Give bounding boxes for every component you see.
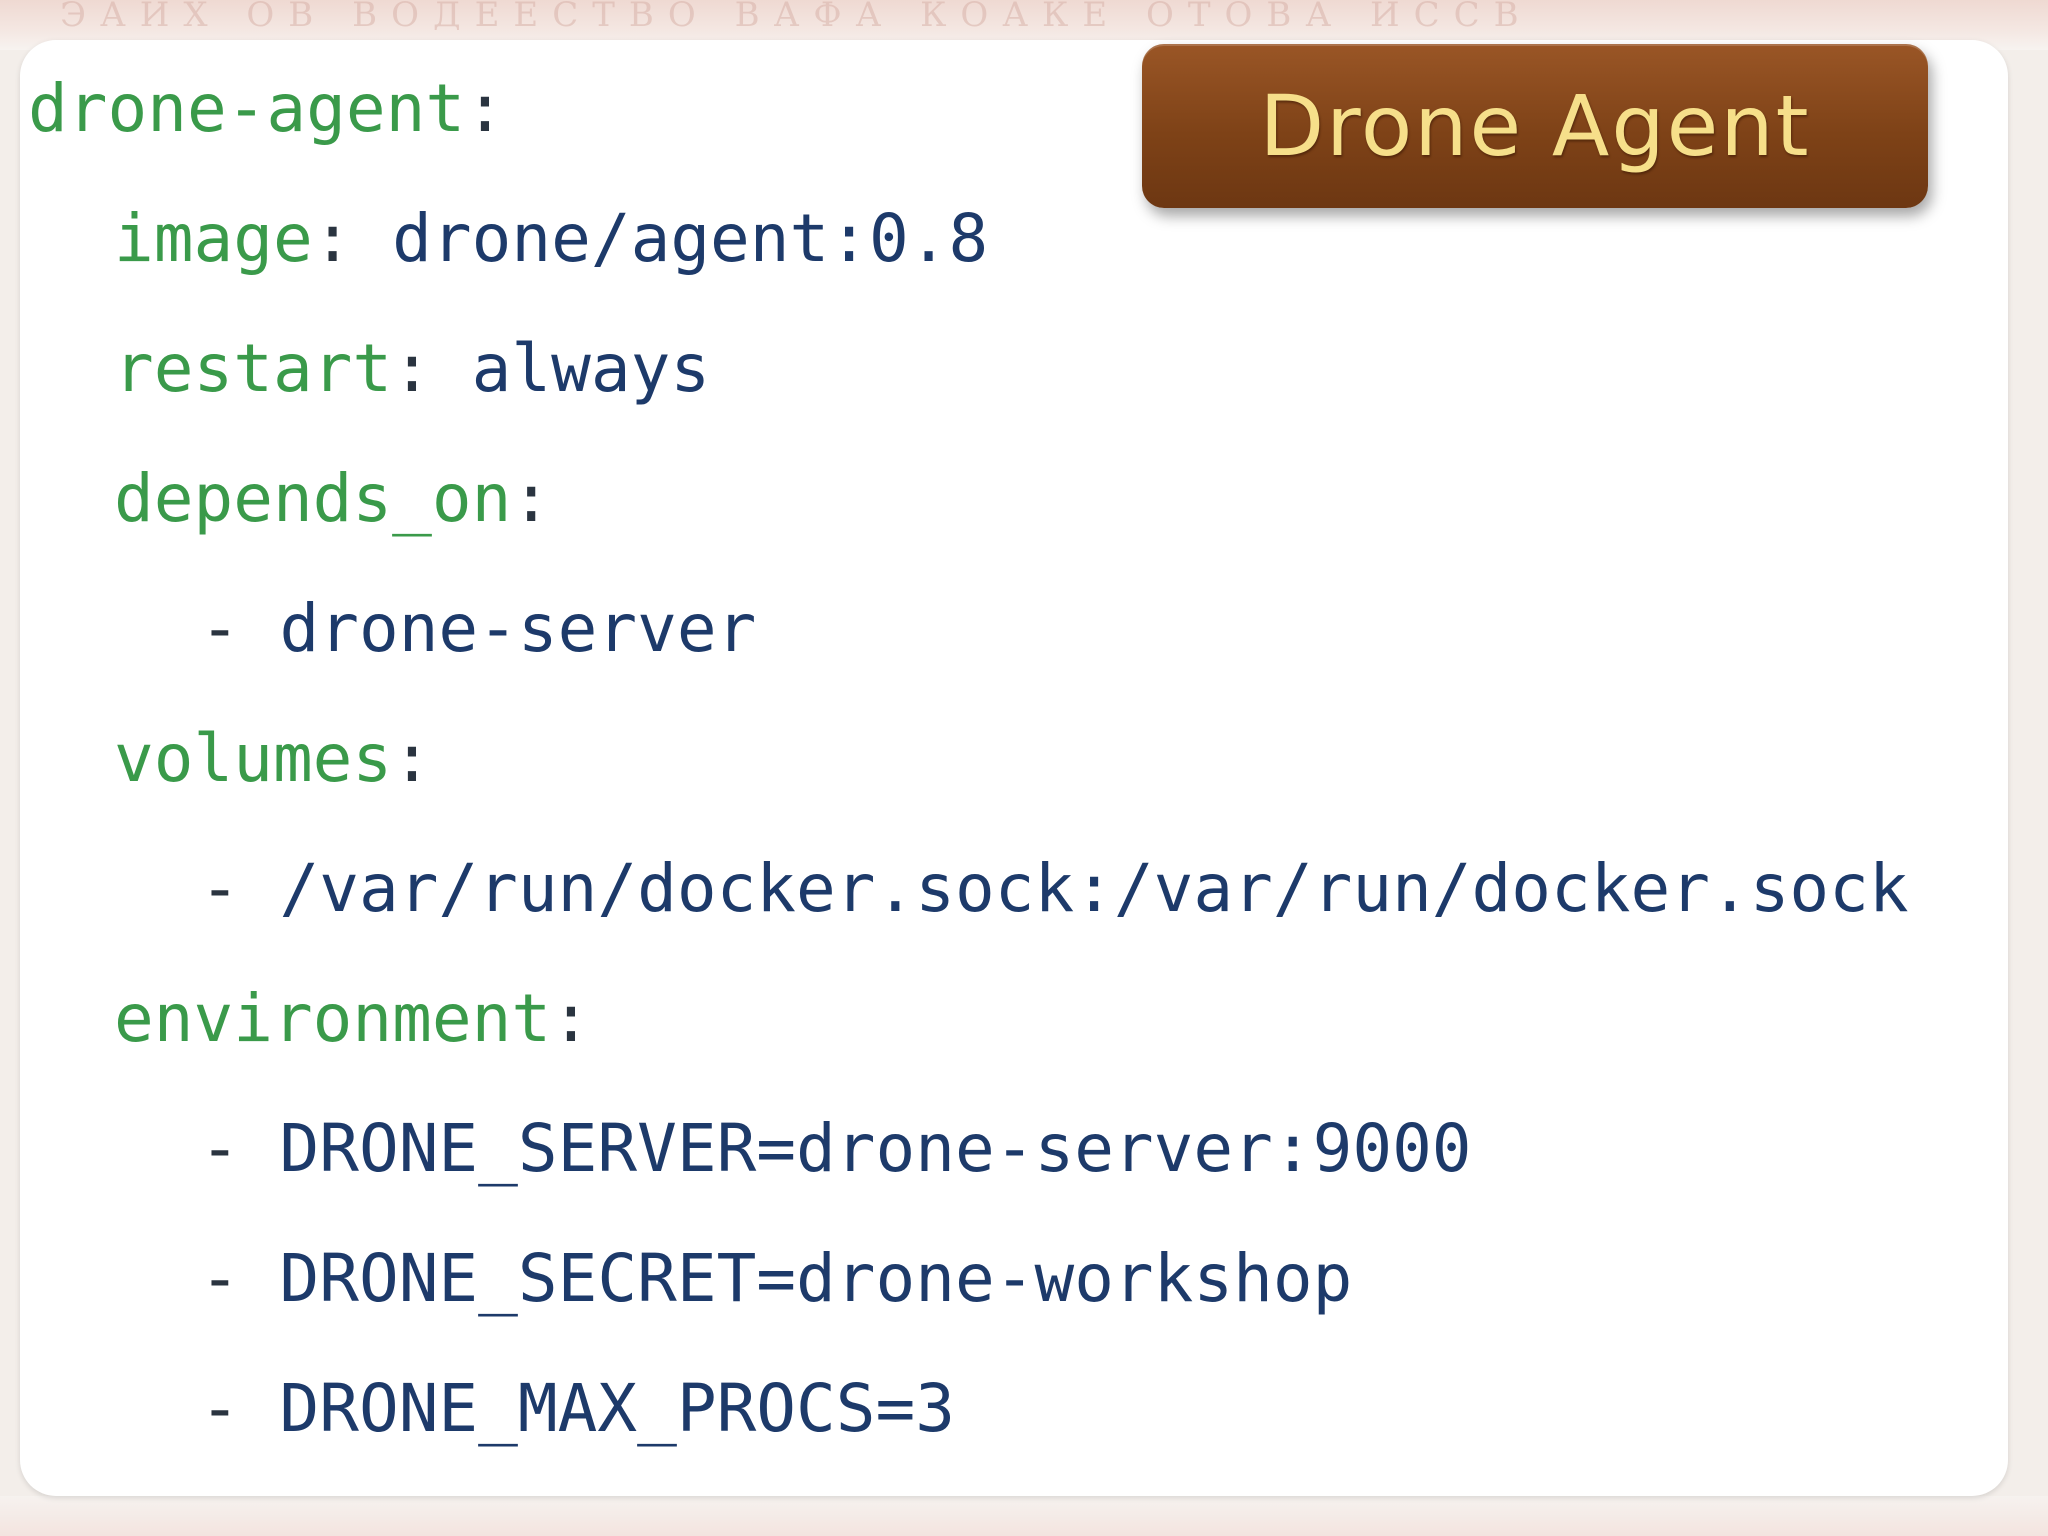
yaml-colon: : [392,720,432,797]
yaml-colon: : [551,980,591,1057]
title-badge: Drone Agent [1142,44,1928,208]
yaml-key: restart [114,330,393,407]
yaml-value: DRONE_SECRET=drone-workshop [279,1240,1353,1317]
yaml-key: volumes [114,720,393,797]
yaml-value: DRONE_SERVER=drone-server:9000 [279,1110,1472,1187]
yaml-value: drone-server [279,590,757,667]
yaml-key: drone-agent [28,70,466,147]
code-line: - drone-server [200,564,756,693]
yaml-colon: : [392,330,432,407]
code-line: depends_on: [114,434,551,563]
background-decorative-text: ЭАИХ ОВ ВОДЕЕСТВО ВАФА КОАКЕ ОТОВА ИССВ [60,0,1533,30]
code-line: - DRONE_MAX_PROCS=3 [200,1344,955,1473]
slide-title: Drone Agent [1259,77,1811,175]
code-line: - DRONE_SECRET=drone-workshop [200,1214,1352,1343]
yaml-key: image [114,200,313,277]
code-line: - /var/run/docker.sock:/var/run/docker.s… [200,824,1909,953]
yaml-colon: : [511,460,552,537]
list-dash: - [200,1370,280,1447]
yaml-value: DRONE_MAX_PROCS=3 [279,1370,955,1447]
yaml-value: drone/agent:0.8 [352,200,989,277]
code-line: image: drone/agent:0.8 [114,174,988,303]
code-line: drone-agent: [28,44,505,173]
list-dash: - [200,850,280,927]
yaml-key: environment [114,980,552,1057]
list-dash: - [200,1110,280,1187]
yaml-key: depends_on [114,460,512,537]
yaml-value: always [431,330,711,407]
yaml-colon: : [465,70,505,147]
yaml-value: /var/run/docker.sock:/var/run/docker.soc… [279,850,1909,927]
list-dash: - [200,590,280,667]
code-line: restart: always [114,304,710,433]
list-dash: - [200,1240,280,1317]
yaml-colon: : [312,200,353,277]
code-line: volumes: [114,694,432,823]
code-line: - DRONE_SERVER=drone-server:9000 [200,1084,1472,1213]
code-line: environment: [114,954,591,1083]
slide-background-bottom [0,1496,2048,1536]
